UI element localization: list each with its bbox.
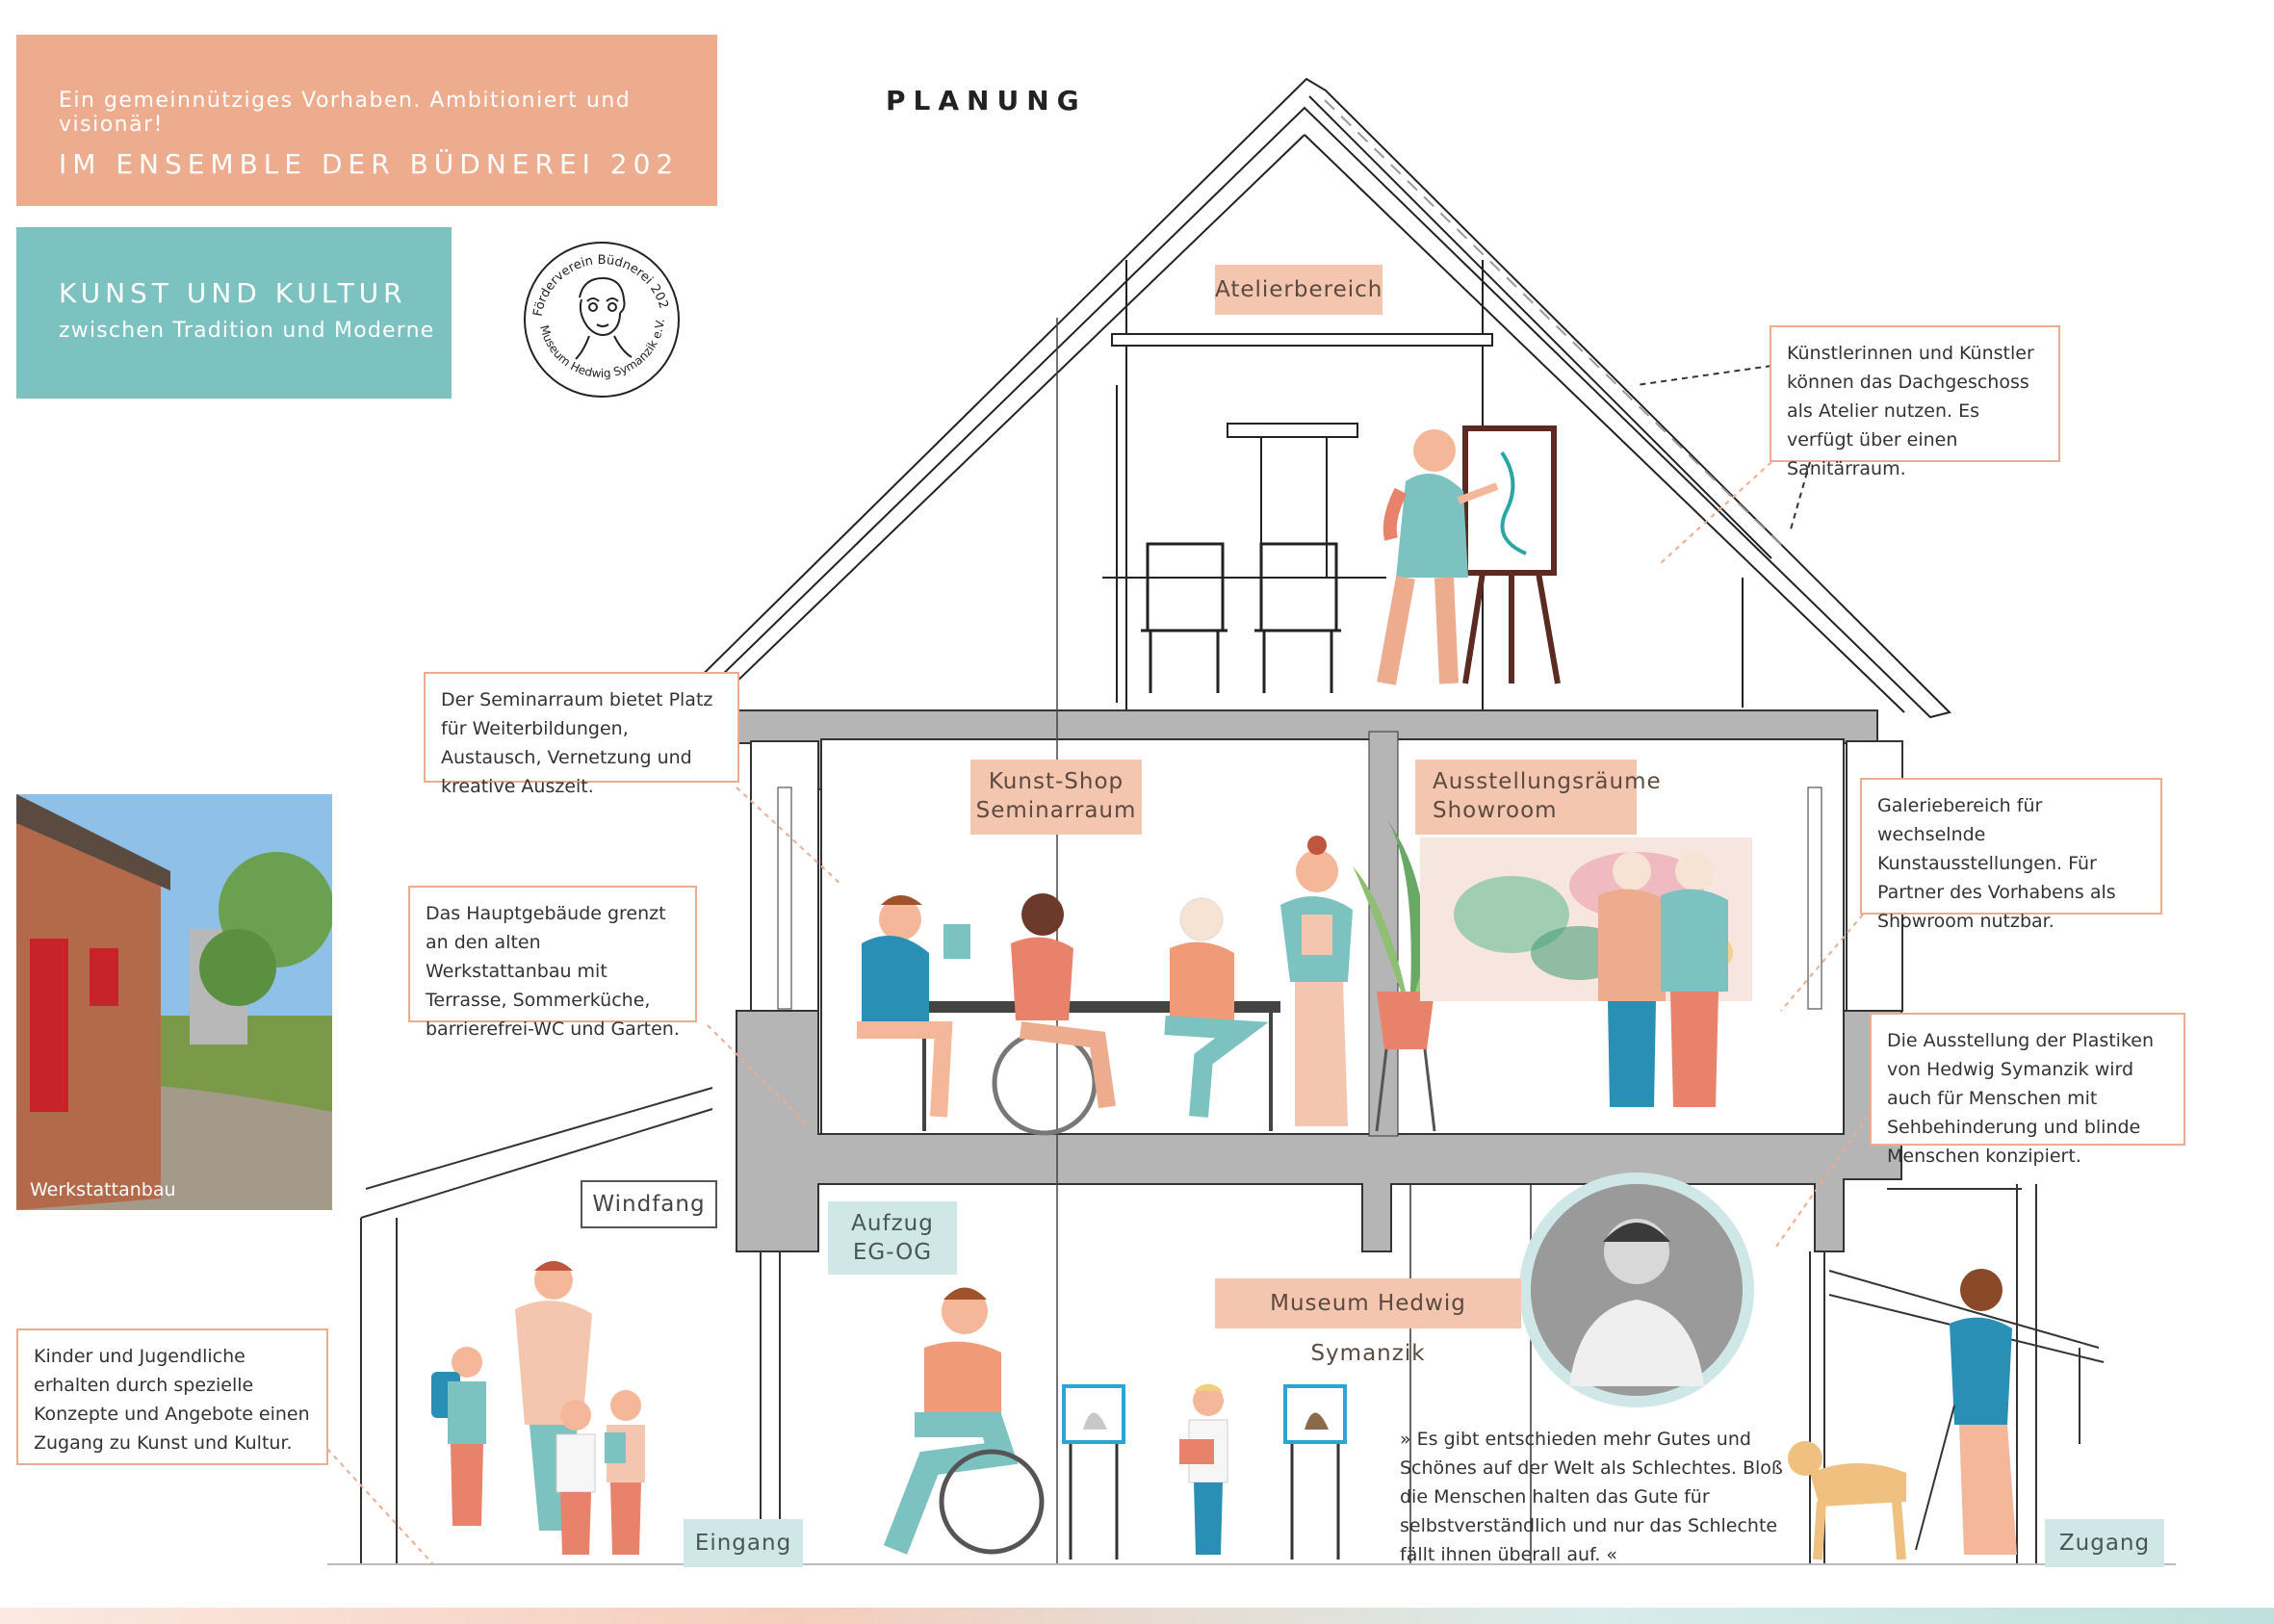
label-eingang: Eingang — [684, 1519, 803, 1567]
museum-quote: » Es gibt entschieden mehr Gutes und Sch… — [1400, 1429, 1783, 1565]
label-zugang: Zugang — [2045, 1519, 2164, 1567]
header-title: IM ENSEMBLE DER BÜDNEREI 202 — [59, 148, 680, 180]
association-seal-logo: Förderverein Büdnerei 202 Museum Hedwig … — [524, 242, 680, 398]
painter-figure — [1377, 429, 1499, 685]
easel-illustration — [1462, 425, 1561, 684]
seminar-group-illustration — [857, 836, 1353, 1136]
visitor-with-guide-dog-illustration — [1788, 1269, 2017, 1560]
note-kinder: Kinder und Jugendliche erhalten durch sp… — [16, 1328, 328, 1465]
note-seminarraum: Der Seminarraum bietet Platz für Weiterb… — [424, 672, 739, 797]
header-banner: Ein gemeinnütziges Vorhaben. Ambitionier… — [16, 35, 717, 206]
bottom-gradient-bar — [0, 1608, 2274, 1624]
header-subtitle: Ein gemeinnütziges Vorhaben. Ambitionier… — [59, 89, 632, 137]
family-group-illustration — [431, 1261, 645, 1555]
label-windfang: Windfang — [581, 1180, 717, 1228]
child-reading-illustration — [1179, 1383, 1228, 1555]
photo-caption: Werkstattanbau — [30, 1179, 176, 1200]
label-showroom: Showroom — [1433, 798, 1558, 823]
theme-subtitle: zwischen Tradition und Moderne — [59, 319, 435, 343]
label-aufzug: Aufzug EG-OG — [828, 1201, 957, 1275]
werkstattanbau-photo: Werkstattanbau — [16, 794, 332, 1210]
label-ausstellung: Ausstellungsräume Showroom — [1415, 760, 1662, 835]
note-atelier: Künstlerinnen und Künstler können das Da… — [1770, 325, 2060, 479]
sculpture-pedestals — [1069, 1412, 1340, 1560]
label-aufzug-line1: Aufzug — [851, 1211, 934, 1236]
label-museum: Museum Hedwig Symanzik — [1215, 1278, 1521, 1366]
wheelchair-visitor-illustration — [883, 1287, 1045, 1555]
label-seminarraum: Seminarraum — [975, 798, 1137, 823]
label-ausstellung-line1: Ausstellungsräume — [1433, 769, 1662, 794]
visitors-couple-illustration — [1598, 852, 1728, 1107]
label-aufzug-line2: EG-OG — [852, 1240, 933, 1265]
werkstattanbau-photo-image — [16, 794, 332, 1210]
note-plastiken: Die Ausstellung der Plastiken von Hedwig… — [1870, 1013, 2185, 1167]
theme-banner: KUNST UND KULTUR zwischen Tradition und … — [16, 227, 452, 399]
theme-title: KUNST UND KULTUR — [59, 277, 407, 309]
note-hauptgebaeude: Das Hauptgebäude grenzt an den alten Wer… — [408, 886, 697, 1040]
hedwig-symanzik-portrait — [1519, 1173, 1754, 1407]
label-kunst-shop-line1: Kunst-Shop — [988, 769, 1124, 794]
atelier-chairs — [1102, 423, 1386, 693]
sculpture-showcases — [1062, 1384, 1347, 1444]
section-heading: PLANUNG — [886, 85, 1087, 116]
portrait-sketch-icon — [575, 276, 633, 360]
note-galerie: Galeriebereich für wechselnde Kunstausst… — [1860, 778, 2162, 932]
label-kunst-shop: Kunst-Shop Seminarraum — [970, 760, 1142, 835]
label-atelier: Atelierbereich — [1215, 265, 1382, 315]
